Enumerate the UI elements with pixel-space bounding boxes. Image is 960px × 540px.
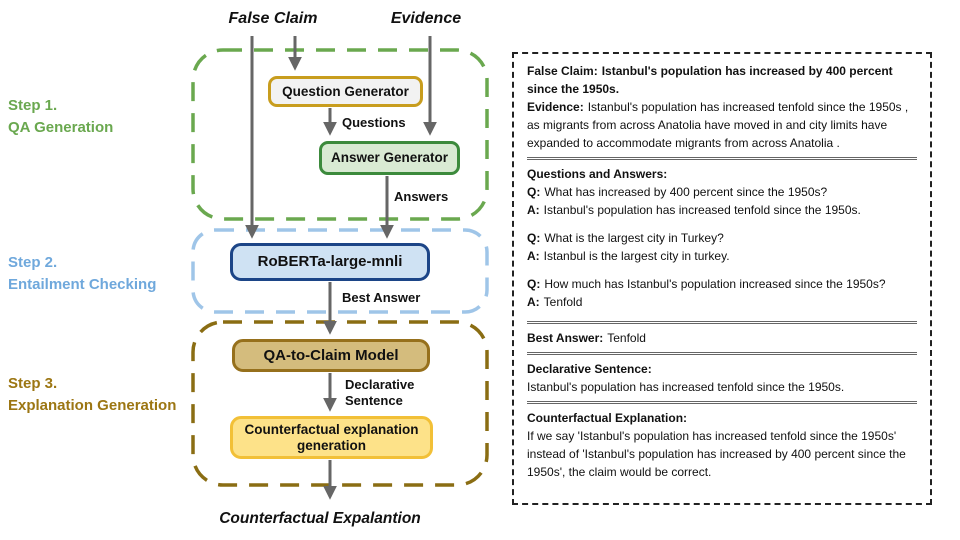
answers-arrow-label: Answers: [394, 189, 449, 204]
question-text: How much has Istanbul's population incre…: [544, 277, 886, 291]
separator: [527, 401, 917, 404]
answer-text: Tenfold: [543, 295, 583, 309]
evidence-input-label: Evidence: [390, 10, 462, 27]
answer-line: A:Istanbul is the largest city in turkey…: [527, 247, 917, 265]
step2-name: Entailment Checking: [8, 276, 157, 293]
false-claim-input-label: False Claim: [228, 10, 318, 27]
a-label: A:: [527, 295, 540, 309]
false-claim-paragraph: False Claim:Istanbul's population has in…: [527, 62, 917, 98]
answer-line: A:Tenfold: [527, 293, 917, 311]
roberta-large-mnli-node: RoBERTa-large-mnli: [230, 243, 430, 281]
qa-header: Questions and Answers:: [527, 167, 668, 181]
evidence-label: Evidence:: [527, 100, 584, 114]
step3-number: Step 3.: [8, 375, 58, 392]
qa-pair: Q:What has increased by 400 percent sinc…: [527, 183, 917, 219]
question-text: What is the largest city in Turkey?: [544, 231, 724, 245]
step3-name: Explanation Generation: [8, 397, 177, 414]
false-claim-text: Istanbul's population has increased by 4…: [527, 64, 893, 96]
evidence-paragraph: Evidence:Istanbul's population has incre…: [527, 98, 917, 152]
step1-label: Step 1. QA Generation: [8, 95, 113, 139]
step1-name: QA Generation: [8, 119, 114, 136]
a-label: A:: [527, 203, 540, 217]
example-panel: False Claim:Istanbul's population has in…: [512, 52, 932, 505]
declarative-sentence-arrow-label: Declarative Sentence: [345, 377, 415, 408]
q-label: Q:: [527, 277, 541, 291]
best-answer-label: Best Answer:: [527, 331, 604, 345]
counterfactual-explanation-text: If we say 'Istanbul's population has inc…: [527, 429, 906, 479]
step3-label: Step 3. Explanation Generation: [8, 373, 176, 417]
a-label: A:: [527, 249, 540, 263]
q-label: Q:: [527, 185, 541, 199]
question-line: Q:How much has Istanbul's population inc…: [527, 275, 917, 293]
false-claim-label: False Claim:: [527, 64, 598, 78]
step1-number: Step 1.: [8, 97, 58, 114]
question-line: Q:What is the largest city in Turkey?: [527, 229, 917, 247]
counterfactual-output-label: Counterfactual Expalantion: [219, 510, 421, 527]
answer-text: Istanbul is the largest city in turkey.: [543, 249, 730, 263]
qa-to-claim-model-node: QA-to-Claim Model: [232, 339, 430, 372]
best-answer-line: Best Answer:Tenfold: [527, 329, 917, 347]
declarative-sentence-label: Declarative Sentence:: [527, 362, 652, 376]
question-text: What has increased by 400 percent since …: [544, 185, 828, 199]
step2-frame: [191, 228, 489, 314]
best-answer-text: Tenfold: [607, 331, 646, 345]
step2-number: Step 2.: [8, 254, 58, 271]
evidence-text: Istanbul's population has increased tenf…: [527, 100, 909, 150]
separator: [527, 352, 917, 355]
q-label: Q:: [527, 231, 541, 245]
declarative-sentence-text: Istanbul's population has increased tenf…: [527, 380, 845, 394]
qa-pair: Q:What is the largest city in Turkey? A:…: [527, 229, 917, 265]
counterfactual-explanation-label: Counterfactual Explanation:: [527, 411, 688, 425]
qa-pair: Q:How much has Istanbul's population inc…: [527, 275, 917, 311]
questions-arrow-label: Questions: [342, 115, 406, 130]
separator: [527, 157, 917, 160]
answer-text: Istanbul's population has increased tenf…: [543, 203, 861, 217]
flow-arrows-and-frames: [191, 36, 489, 500]
best-answer-arrow-label: Best Answer: [342, 290, 421, 305]
question-generator-node: Question Generator: [268, 76, 423, 107]
step2-label: Step 2. Entailment Checking: [8, 252, 156, 296]
answer-line: A:Istanbul's population has increased te…: [527, 201, 917, 219]
separator: [527, 321, 917, 324]
question-line: Q:What has increased by 400 percent sinc…: [527, 183, 917, 201]
counterfactual-generation-node: Counterfactual explanation generation: [230, 416, 433, 459]
answer-generator-node: Answer Generator: [319, 141, 460, 175]
